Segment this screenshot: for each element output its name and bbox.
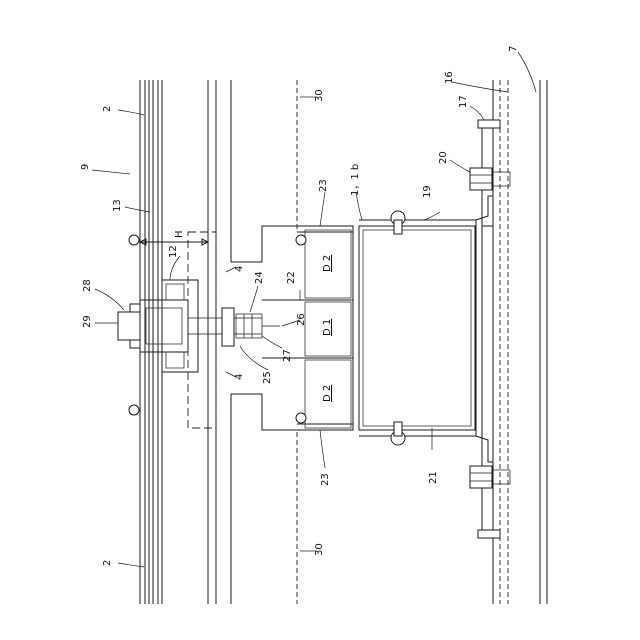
label-7: 7 [508, 46, 519, 52]
label-13: 13 [112, 199, 123, 212]
label-d2-top: D 2 [322, 255, 333, 272]
label-24: 24 [254, 271, 265, 284]
leader-lines [92, 52, 536, 567]
label-4-top: 4 [234, 266, 245, 272]
label-d1: D 1 [322, 319, 333, 336]
label-21: 21 [428, 471, 439, 484]
member-16-7 [493, 80, 547, 604]
label-h: H [174, 230, 185, 238]
label-28: 28 [82, 279, 93, 292]
callout-labels: 2 2 9 13 12 H 28 29 4 4 24 22 25 27 26 3… [80, 46, 519, 566]
label-29: 29 [82, 315, 93, 328]
label-20: 20 [438, 151, 449, 164]
label-1-1b: 1，1 b [350, 164, 361, 196]
dimension-h [140, 232, 216, 428]
label-23-top: 23 [318, 179, 329, 192]
label-2-bottom: 2 [102, 560, 113, 566]
label-d2-bottom: D 2 [322, 385, 333, 402]
label-16: 16 [444, 71, 455, 84]
label-2-top: 2 [102, 106, 113, 112]
label-4-bottom: 4 [234, 374, 245, 380]
label-17: 17 [458, 95, 469, 108]
label-19: 19 [422, 185, 433, 198]
panel-2-layers [140, 80, 162, 604]
label-22: 22 [286, 271, 297, 284]
label-25: 25 [262, 371, 273, 384]
label-26: 26 [296, 313, 307, 326]
label-9: 9 [80, 164, 91, 170]
label-30-bottom: 30 [314, 543, 325, 556]
label-30-top: 30 [314, 89, 325, 102]
label-23-bottom: 23 [320, 473, 331, 486]
bolt-20-top [470, 168, 510, 190]
label-27: 27 [282, 349, 293, 362]
label-12: 12 [168, 245, 179, 258]
bolt-20-bottom [470, 466, 510, 488]
central-extrusion [231, 120, 500, 538]
